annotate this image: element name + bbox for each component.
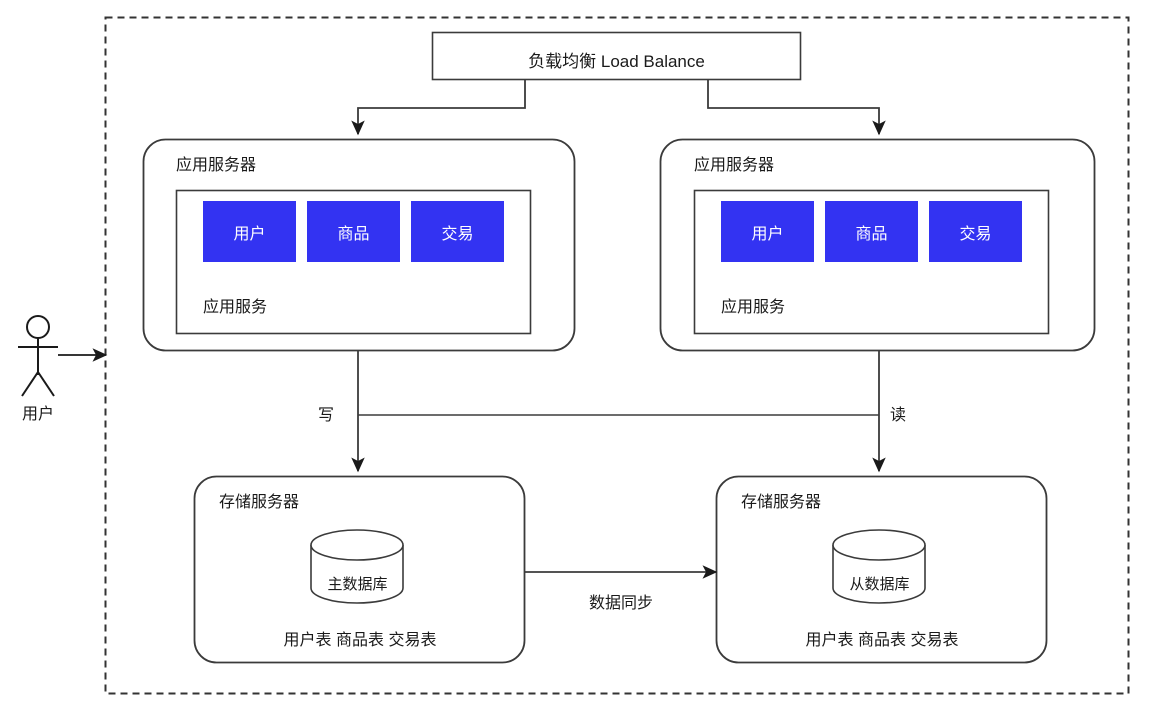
app-service-label-2: 应用服务 xyxy=(721,299,786,316)
storage-tables-label-1: 用户表 商品表 交易表 xyxy=(283,632,437,649)
app-module-box-2-user[interactable]: 用户 xyxy=(721,201,814,262)
app-module-box-2-product[interactable]: 商品 xyxy=(825,201,918,262)
app-server-title-1: 应用服务器 xyxy=(176,157,257,174)
edge-lb-to-app-server-left xyxy=(351,80,526,136)
storage-server-title-2: 存储服务器 xyxy=(741,494,822,511)
actor-user-label: 用户 xyxy=(21,406,54,423)
database-cylinder-icon-master xyxy=(310,529,404,604)
app-module-box-1-user[interactable]: 用户 xyxy=(203,201,296,262)
database-cylinder-icon-slave xyxy=(832,529,926,604)
database-label-master: 主数据库 xyxy=(327,576,388,593)
app-module-box-1-trade[interactable]: 交易 xyxy=(411,201,504,262)
database-label-slave: 从数据库 xyxy=(849,576,910,593)
edge-label-data-sync: 数据同步 xyxy=(588,595,653,612)
app-module-box-1-product[interactable]: 商品 xyxy=(307,201,400,262)
edge-label-write: 写 xyxy=(318,407,335,424)
app-server-title-2: 应用服务器 xyxy=(694,157,775,174)
app-module-box-2-trade[interactable]: 交易 xyxy=(929,201,1022,262)
edge-lb-to-app-server-right xyxy=(707,80,886,136)
load-balance-label: 负载均衡 Load Balance xyxy=(528,52,705,71)
edge-label-read: 读 xyxy=(890,407,907,424)
storage-server-title-1: 存储服务器 xyxy=(219,494,300,511)
app-service-label-1: 应用服务 xyxy=(203,299,268,316)
storage-tables-label-2: 用户表 商品表 交易表 xyxy=(805,632,959,649)
load-balance-box[interactable] xyxy=(431,31,802,81)
actor-user-stick-figure-icon xyxy=(18,315,58,397)
